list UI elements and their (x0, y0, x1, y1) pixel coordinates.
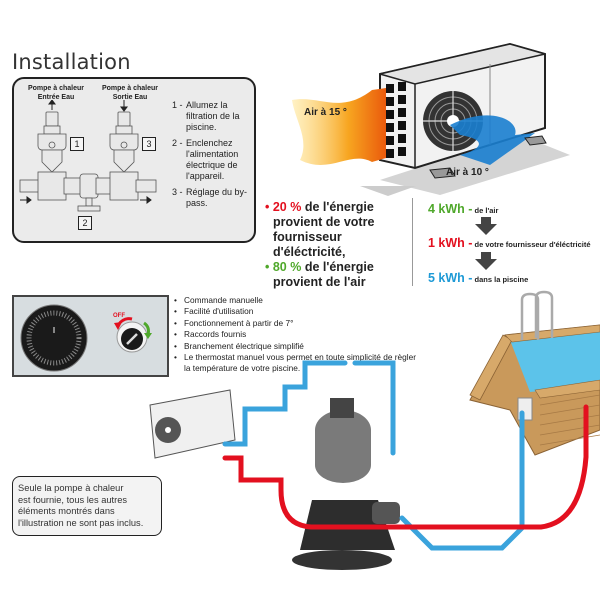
feature-text: la température de votre piscine. (184, 363, 301, 374)
step-text: Enclenchez l'alimentation électrique de … (186, 138, 239, 181)
sand-filter (292, 398, 400, 570)
bypass-valve-illustration (19, 100, 157, 212)
electric-text: de l'énergie (301, 200, 374, 214)
air-out-label: Air à 10 ° (446, 167, 489, 178)
pump-inlet-label: Pompe à chaleur Entrée Eau (22, 84, 90, 102)
air-share: • 80 % de l'énergie (265, 260, 374, 274)
installation-steps: 1 -Allumez la filtration de la piscine. … (172, 100, 254, 214)
feature-item-continued: la température de votre piscine. (174, 363, 416, 374)
warm-air-flow (292, 88, 386, 165)
energy-split-text: • 20 % de l'énergie provient de votre fo… (265, 200, 405, 290)
air-text-line2: provient de l'air (273, 275, 366, 289)
feature-text: Commande manuelle (184, 295, 263, 305)
pump-outlet-label: Pompe à chaleur Sortie Eau (96, 84, 164, 102)
down-arrow-icon (475, 252, 497, 270)
energy-flow-step: 5 kWh - dans la piscine (428, 271, 528, 285)
heat-pump-small (149, 389, 236, 459)
hot-pipe (222, 404, 589, 530)
step-text: Allumez la filtration de la piscine. (186, 100, 240, 132)
feature-item: •Le thermostat manuel vous permet en tou… (174, 352, 416, 363)
valve-number-2: 2 (78, 216, 92, 230)
flow-arrows (20, 100, 152, 204)
kwh-desc: de l'air (472, 206, 499, 215)
side-grille (386, 82, 406, 158)
control-panel-controls (20, 304, 152, 372)
valve-number-1: 1 (70, 137, 84, 151)
note-line: l'illustration ne sont pas inclus. (18, 517, 144, 528)
pipes (222, 360, 589, 551)
wooden-pool-illustration (469, 290, 600, 456)
thermostat-dial-icon (20, 304, 88, 372)
step-item: 3 -Réglage du by-pass. (172, 187, 254, 209)
step-number: 2 - (172, 138, 183, 148)
valve-number-3: 3 (142, 137, 156, 151)
down-arrow-icon (475, 217, 497, 235)
disclaimer-note: Seule la pompe à chaleur est fournie, to… (12, 476, 162, 536)
pump (372, 502, 400, 524)
kwh-value: 5 kWh - (428, 271, 473, 285)
electric-percent: 20 % (272, 200, 302, 214)
unit-shadow (380, 135, 570, 195)
pump-outlet-label-line1: Pompe à chaleur (101, 85, 159, 92)
feature-item: •Raccords fournis (174, 329, 247, 340)
feature-text: Raccords fournis (184, 329, 247, 340)
air-percent: 80 % (272, 260, 302, 274)
pump-outlet-label-line2: Sortie Eau (112, 94, 148, 101)
note-line: est fournie, tous les autres (18, 494, 128, 505)
feature-text: Fonctionnement à partir de 7° (184, 317, 294, 328)
kwh-desc: de votre fournisseur d'éléctricité (472, 240, 591, 249)
energy-flow-step: 4 kWh - de l'air (428, 202, 498, 216)
installation-title: Installation (12, 50, 131, 74)
heat-pump-unit-illustration (292, 42, 570, 195)
switch-off-label: OFF (113, 313, 125, 319)
kwh-desc: dans la piscine (472, 275, 529, 284)
pool-installation-scene (149, 290, 600, 570)
feature-text: Branchement électrique simplifié (184, 340, 304, 351)
divider-line (412, 198, 413, 286)
power-switch-icon (114, 317, 152, 353)
cold-pipe (222, 360, 348, 447)
feature-text: Facilité d'utilisation (184, 306, 254, 317)
down-arrow-shape (360, 186, 416, 196)
note-line: éléments montrés dans (18, 506, 115, 517)
feature-item: •Commande manuelle (174, 295, 263, 305)
electric-text-line2: provient de votre (273, 215, 375, 229)
feature-item: •Facilité d'utilisation (174, 306, 254, 317)
features-list: •Commande manuelle •Facilité d'utilisati… (174, 295, 416, 375)
feature-item: •Branchement électrique simplifié (174, 340, 304, 351)
electric-text-line3: fournisseur d'éléctricité, (273, 230, 346, 259)
step-item: 2 -Enclenchez l'alimentation électrique … (172, 138, 254, 182)
air-text: de l'énergie (301, 260, 374, 274)
feature-item: •Fonctionnement à partir de 7° (174, 317, 294, 328)
energy-flow-step: 1 kWh - de votre fournisseur d'éléctrici… (428, 236, 591, 250)
step-text: Réglage du by-pass. (186, 187, 248, 208)
cold-air-flow (450, 115, 535, 165)
kwh-value: 4 kWh - (428, 202, 473, 216)
feature-text: Le thermostat manuel vous permet en tout… (184, 352, 416, 363)
pump-inlet-label-line1: Pompe à chaleur (27, 85, 85, 92)
step-item: 1 -Allumez la filtration de la piscine. (172, 100, 254, 133)
air-in-label: Air à 15 ° (304, 107, 347, 118)
electric-share: • 20 % de l'énergie (265, 200, 374, 214)
note-line: Seule la pompe à chaleur (18, 483, 124, 493)
kwh-value: 1 kWh - (428, 236, 473, 250)
step-number: 1 - (172, 100, 183, 110)
pump-inlet-label-line2: Entrée Eau (37, 94, 75, 101)
pool-ladder (520, 290, 554, 340)
step-number: 3 - (172, 187, 183, 197)
